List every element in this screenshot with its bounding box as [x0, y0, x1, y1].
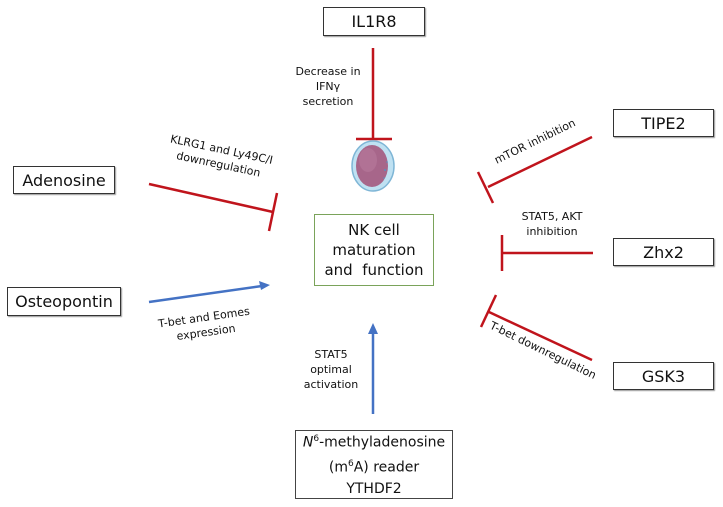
gsk3-edge-line [488, 310, 593, 362]
il1r8-ann-3: secretion [302, 95, 354, 108]
node-gsk3-label: GSK3 [641, 366, 686, 386]
node-osteopontin-label: Osteopontin [15, 292, 113, 311]
node-ythdf2-line-1: N6-methyladenosine [303, 429, 445, 454]
gsk3-inhibition-edge [479, 294, 593, 362]
nk-cell-center-box: NK cell maturation and function [314, 214, 434, 286]
node-il1r8: IL1R8 [323, 7, 425, 36]
zhx2-annotation: STAT5, AKT inhibition [504, 209, 600, 239]
center-line-3: and function [324, 261, 424, 279]
tipe2-edge-line [487, 135, 593, 189]
adenosine-inhibition-edge [148, 182, 279, 232]
nk-cell-icon [351, 140, 395, 192]
gsk3-edge-bar [479, 294, 498, 328]
ythdf2-ann-1: STAT5 [314, 348, 348, 361]
line2-rest: A) reader [353, 459, 420, 476]
il1r8-annotation: Decrease in IFNγ secretion [288, 64, 368, 109]
osteopontin-activation-edge [148, 281, 270, 304]
zhx2-ann-1: STAT5, AKT [521, 210, 583, 223]
node-il1r8-label: IL1R8 [351, 12, 397, 31]
node-gsk3: GSK3 [613, 362, 714, 390]
tipe2-inhibition-edge [476, 135, 593, 204]
node-adenosine: Adenosine [13, 166, 115, 194]
tipe2-edge-bar [476, 171, 495, 204]
il1r8-inhibition-edge [356, 48, 392, 141]
adenosine-edge-bar [267, 192, 279, 232]
zhx2-ann-2: inhibition [526, 225, 578, 238]
il1r8-ann-1: Decrease in [295, 65, 361, 78]
node-zhx2: Zhx2 [613, 238, 714, 266]
node-ythdf2-line-3: YTHDF2 [346, 480, 402, 497]
sup-6b: 6 [347, 459, 354, 469]
line1-rest: -methyladenosine [319, 435, 446, 451]
ythdf2-activation-edge [368, 323, 378, 414]
node-zhx2-label: Zhx2 [643, 242, 684, 262]
osteopontin-arrowhead [259, 281, 270, 290]
center-line-2: maturation [332, 241, 416, 259]
il1r8-ann-2: IFNγ [315, 80, 341, 93]
ythdf2-ann-3: activation [303, 378, 359, 391]
zhx2-inhibition-edge [500, 235, 593, 271]
n-italic: N [302, 435, 314, 451]
line2-pre: (m [328, 459, 348, 476]
sup-6: 6 [313, 434, 320, 445]
node-tipe2-label: TIPE2 [641, 113, 686, 133]
center-line-1: NK cell [348, 221, 400, 239]
node-ythdf2: N6-methyladenosine (m6A) reader YTHDF2 [295, 430, 453, 499]
adenosine-edge-line [148, 182, 274, 214]
ythdf2-annotation: STAT5 optimal activation [296, 347, 366, 392]
node-osteopontin: Osteopontin [7, 287, 121, 316]
node-ythdf2-line-2: (m6A) reader [329, 454, 419, 479]
node-tipe2: TIPE2 [613, 109, 714, 137]
ythdf2-ann-2: optimal [310, 363, 352, 376]
node-adenosine-label: Adenosine [22, 170, 106, 190]
ythdf2-arrowhead [368, 323, 378, 334]
osteopontin-edge-line [148, 284, 263, 304]
